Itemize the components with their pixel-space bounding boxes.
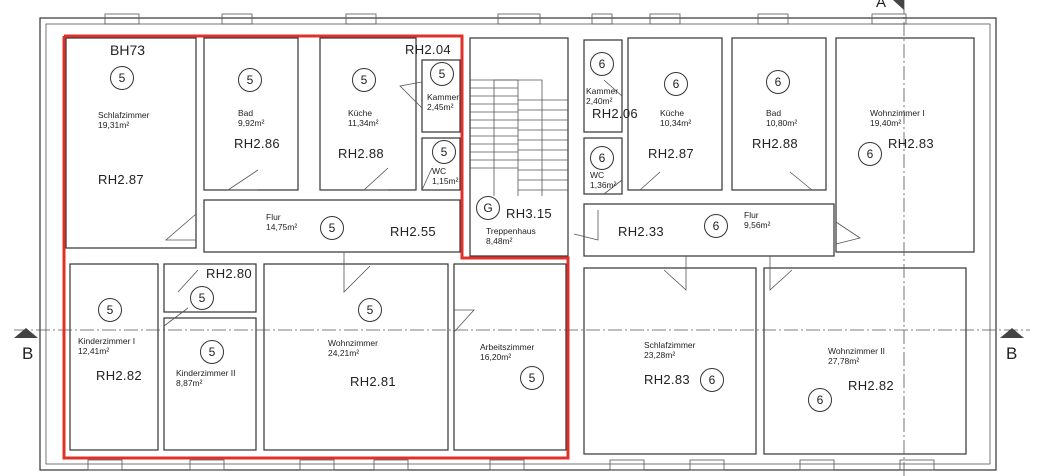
- left-unit-rooms: [65, 37, 567, 451]
- room-area: 19,40m²: [870, 118, 902, 128]
- room-name: Arbeitszimmer: [480, 342, 535, 352]
- unit-number-circle: 5: [320, 216, 344, 240]
- room-name: Kammer: [427, 92, 460, 102]
- right-unit-rooms: [583, 37, 975, 455]
- room-name: WC: [590, 170, 605, 180]
- room-name: Wohnzimmer I: [870, 108, 925, 118]
- room-area: 10,80m²: [766, 118, 798, 128]
- highlight-outline: [62, 34, 570, 460]
- staircase: [469, 37, 569, 257]
- room-area: 2,40m²: [586, 96, 613, 106]
- room-height: RH2.87: [648, 146, 694, 161]
- unit-number-circle: 6: [858, 142, 882, 166]
- room-height: RH2.86: [234, 136, 280, 151]
- room-area: 19,31m²: [98, 120, 130, 130]
- unit-number-circle: 5: [200, 340, 224, 364]
- room-name: Kinderzimmer I: [78, 336, 136, 346]
- unit-number-circle: 6: [700, 368, 724, 392]
- unit-number-circle: 5: [352, 68, 376, 92]
- door-swings: [163, 79, 861, 333]
- room-area: 27,78m²: [828, 356, 860, 366]
- unit-number-circle: 6: [704, 214, 728, 238]
- room-name: Kinderzimmer II: [176, 368, 236, 378]
- unit-number-circle: 5: [520, 366, 544, 390]
- room-name: Schlafzimmer: [98, 110, 150, 120]
- room-height: RH2.33: [618, 224, 664, 239]
- windows-bottom: [87, 459, 935, 471]
- room-area: 12,41m²: [78, 346, 110, 356]
- room-area: 8,87m²: [176, 378, 203, 388]
- room-height: RH2.81: [350, 374, 396, 389]
- section-label-b-right: B: [1006, 344, 1018, 363]
- room-name: Treppenhaus: [486, 226, 536, 236]
- room-name: Küche: [348, 108, 373, 118]
- room-area: 10,34m²: [660, 118, 692, 128]
- room-area: 8,48m²: [486, 236, 513, 246]
- room-name: Flur: [744, 210, 759, 220]
- room-name: Wohnzimmer II: [828, 346, 885, 356]
- room-name: Schlafzimmer: [644, 340, 696, 350]
- room-height: RH2.83: [888, 136, 934, 151]
- unit-number-circle: 5: [110, 66, 134, 90]
- unit-number-circle: 6: [766, 70, 790, 94]
- unit-number-circle: 5: [430, 62, 454, 86]
- room-area: 24,21m²: [328, 348, 360, 358]
- unit-number-circle: 5: [358, 298, 382, 322]
- section-line-a: [893, 0, 905, 476]
- unit-number-circle: 6: [664, 72, 688, 96]
- room-area: 16,20m²: [480, 352, 512, 362]
- unit-number-circle: 5: [432, 140, 456, 164]
- section-label-b-left: B: [22, 344, 34, 363]
- unit-number-circle: 5: [190, 286, 214, 310]
- room-height: RH2.83: [644, 372, 690, 387]
- room-name: Flur: [266, 212, 281, 222]
- unit-number-circle: 6: [590, 52, 614, 76]
- room-name: Wohnzimmer: [328, 338, 378, 348]
- section-label-a: A: [876, 0, 887, 11]
- unit-number-circle: 5: [98, 298, 122, 322]
- room-area: 14,75m²: [266, 222, 298, 232]
- room-name: Bad: [238, 108, 254, 118]
- room-height: RH2.82: [848, 378, 894, 393]
- room-height: RH2.55: [390, 224, 436, 239]
- room-name: Küche: [660, 108, 685, 118]
- room-area: 11,34m²: [348, 118, 379, 128]
- room-name: Bad: [766, 108, 782, 118]
- room-height: RH2.06: [592, 106, 638, 121]
- unit-number-circle: 6: [808, 388, 832, 412]
- room-area: 9,56m²: [744, 220, 771, 230]
- room-height: RH3.15: [506, 206, 552, 221]
- section-line-b: [14, 328, 1030, 338]
- room-area: 1,36m²: [590, 180, 617, 190]
- building-label: BH73: [110, 42, 146, 58]
- unit-number-circle: G: [476, 196, 500, 220]
- room-height: RH2.04: [405, 42, 451, 57]
- room-area: 2,45m²: [427, 102, 454, 112]
- room-height: RH2.80: [206, 266, 252, 281]
- room-height: RH2.87: [98, 172, 144, 187]
- room-height: RH2.88: [338, 146, 384, 161]
- room-area: 23,28m²: [644, 350, 676, 360]
- room-height: RH2.82: [96, 368, 142, 383]
- room-area: 9,92m²: [238, 118, 265, 128]
- unit-number-circle: 5: [238, 68, 262, 92]
- room-name: WC: [432, 166, 447, 176]
- room-area: 1,15m²: [432, 176, 459, 186]
- room-name: Kammer: [586, 86, 619, 96]
- unit-number-circle: 6: [590, 146, 614, 170]
- windows-top: [104, 13, 907, 25]
- room-height: RH2.88: [752, 136, 798, 151]
